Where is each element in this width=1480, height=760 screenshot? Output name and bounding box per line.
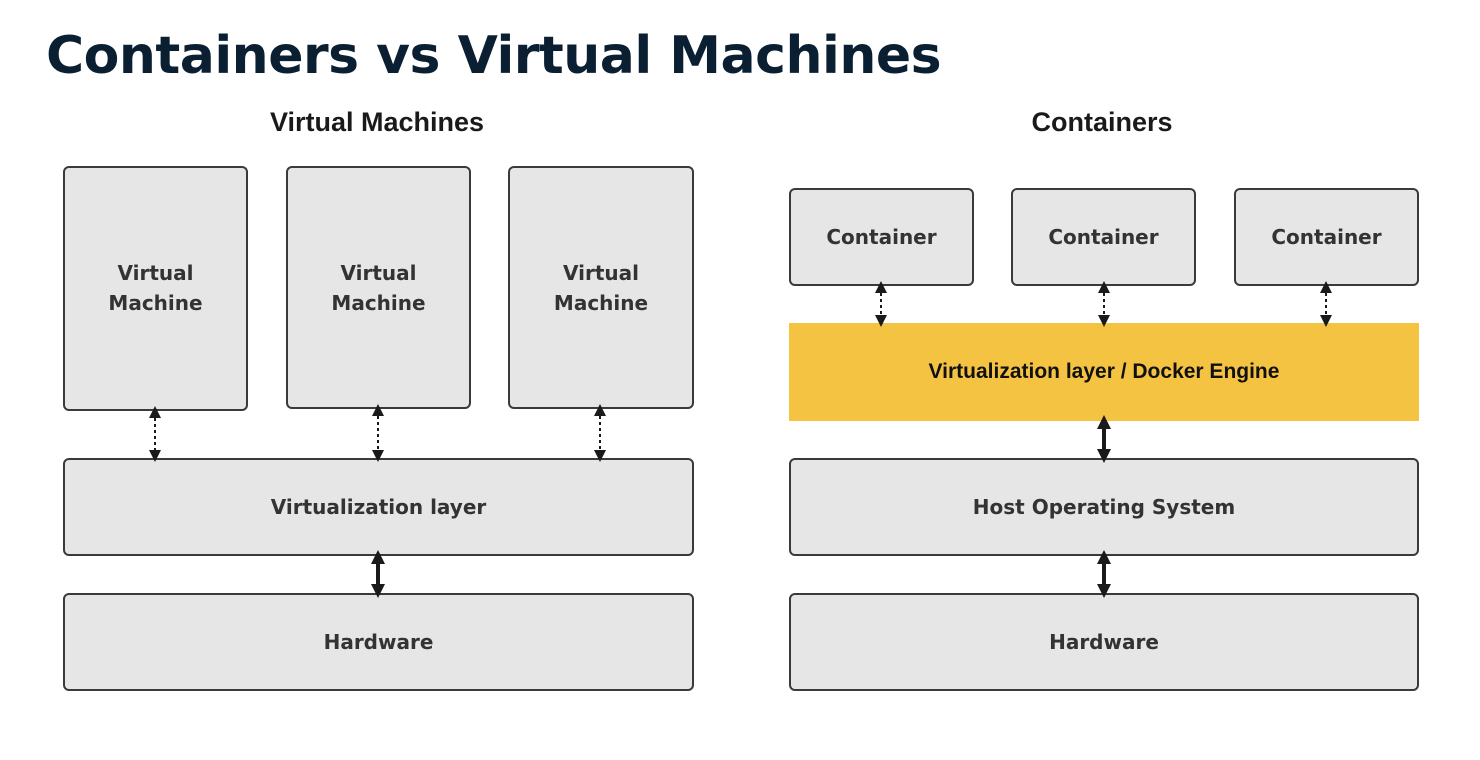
container-box-1: Container xyxy=(789,188,974,286)
virtual-machine-label: Virtual Machine xyxy=(108,261,203,315)
container-label: Container xyxy=(1271,225,1382,249)
virtual-machine-label: Virtual Machine xyxy=(331,261,426,315)
vm-section-heading: Virtual Machines xyxy=(269,107,485,137)
docker-engine-label: Virtualization layer / Docker Engine xyxy=(928,360,1280,383)
container-label: Container xyxy=(1048,225,1159,249)
container-label: Container xyxy=(826,225,937,249)
virtualization-layer-label: Virtualization layer xyxy=(270,495,487,519)
vm-hardware-label: Hardware xyxy=(323,630,434,654)
docker-engine-box: Virtualization layer / Docker Engine xyxy=(789,323,1419,421)
host-os-label: Host Operating System xyxy=(972,495,1236,519)
virtual-machine-box-2: Virtual Machine xyxy=(286,166,471,409)
container-section-heading: Containers xyxy=(1031,107,1173,137)
container-box-3: Container xyxy=(1234,188,1419,286)
virtual-machine-box-1: Virtual Machine xyxy=(63,166,248,411)
page-title: Containers vs Virtual Machines xyxy=(46,26,942,86)
container-box-2: Container xyxy=(1011,188,1196,286)
virtual-machine-label: Virtual Machine xyxy=(553,261,649,315)
container-hardware-label: Hardware xyxy=(1049,630,1159,654)
